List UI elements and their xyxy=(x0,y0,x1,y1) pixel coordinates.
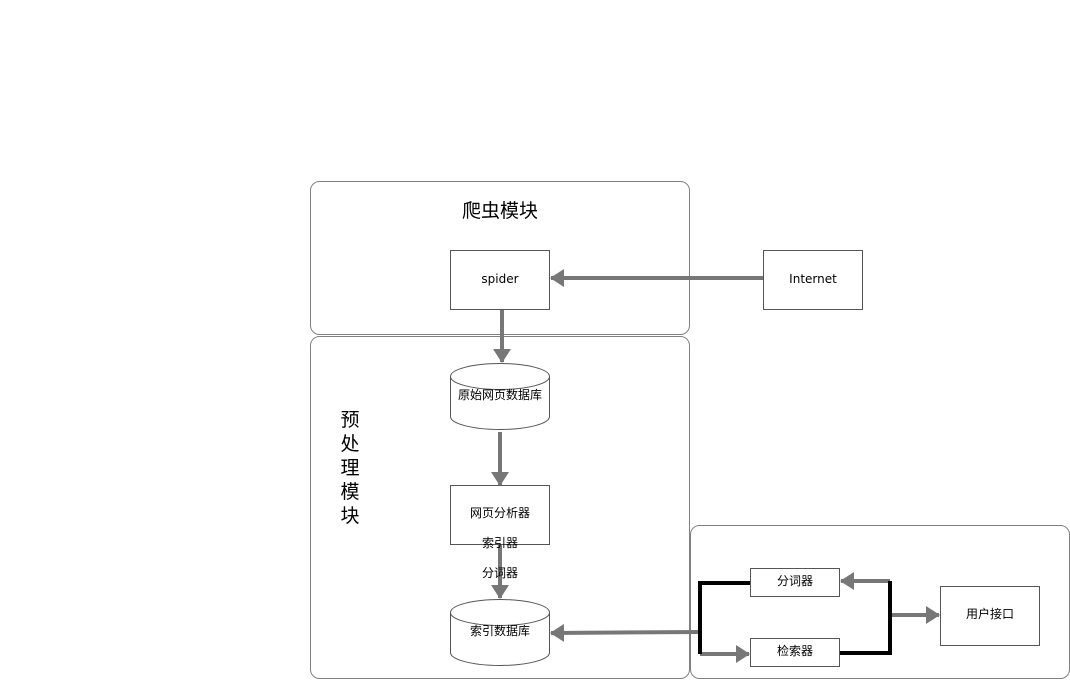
arrow-search-to-index-db xyxy=(550,623,701,642)
spider-box xyxy=(450,250,550,310)
preprocess-title-char: 理 xyxy=(340,457,360,479)
user-interface-box xyxy=(940,586,1040,646)
preprocess-title-char: 预 xyxy=(340,409,360,431)
preprocess-title-char: 处 xyxy=(340,433,360,455)
connector-tokenizer-retriever-right xyxy=(840,581,892,655)
index-db-label: 索引数据库 xyxy=(469,624,530,638)
tokenizer-label: 分词器 xyxy=(776,574,813,588)
preprocess-title-char: 块 xyxy=(340,505,360,527)
spider-label: spider xyxy=(481,272,519,286)
tokenizer-box xyxy=(750,568,840,597)
preprocess-module-title: 预 处 理 模 块 xyxy=(335,408,365,528)
connector-tokenizer-retriever-left xyxy=(698,581,750,654)
internet-box xyxy=(763,250,863,310)
preprocess-title-char: 模 xyxy=(340,481,360,503)
analyzer-label: 网页分析器 索引器 分词器 xyxy=(450,491,550,596)
raw-db-cylinder xyxy=(450,363,550,430)
analyzer-box xyxy=(450,485,550,545)
retriever-label: 检索器 xyxy=(776,644,813,658)
tokenizer-line: 分词器 xyxy=(481,566,518,580)
raw-db-label: 原始网页数据库 xyxy=(457,388,542,402)
index-db-cylinder xyxy=(450,599,550,666)
crawler-module-title: 爬虫模块 xyxy=(461,200,538,222)
internet-label: Internet xyxy=(789,272,837,286)
user-interface-label: 用户接口 xyxy=(965,607,1014,621)
indexer-line: 索引器 xyxy=(481,536,518,550)
analyzer-line: 网页分析器 xyxy=(469,506,530,520)
retriever-box xyxy=(750,638,840,667)
